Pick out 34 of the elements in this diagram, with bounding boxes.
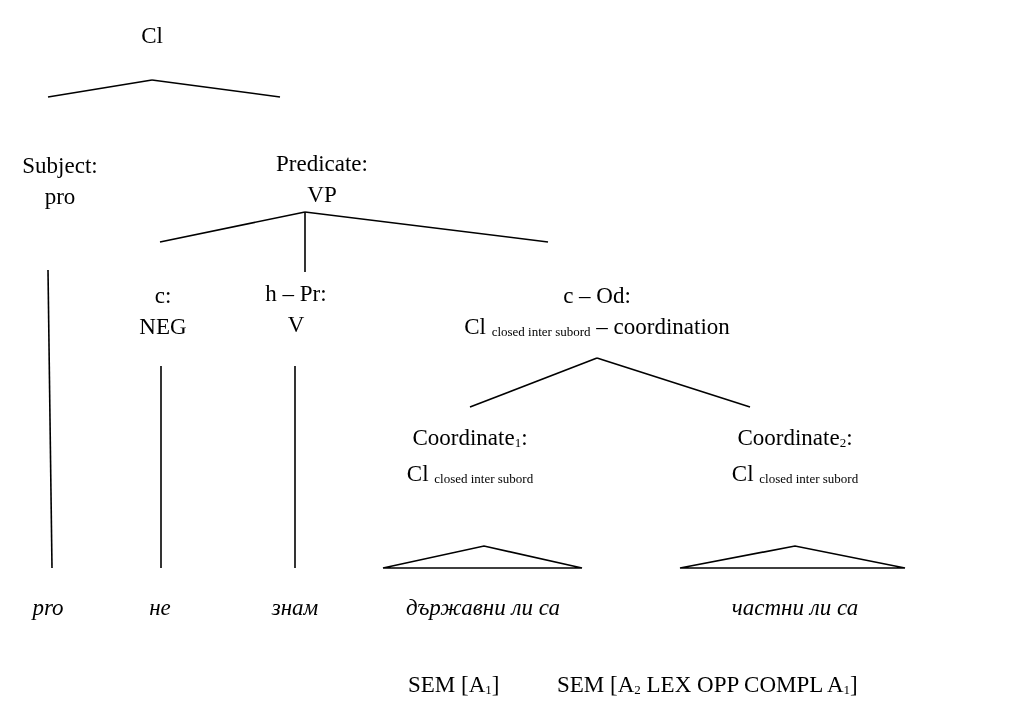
function-label: Subject: xyxy=(22,152,98,180)
word-label: държавни ли са xyxy=(383,592,583,623)
branch-line xyxy=(304,211,549,243)
branch-line xyxy=(469,357,598,408)
function-label: Predicate: xyxy=(276,150,368,178)
category-label: Cl xyxy=(122,20,182,51)
branch-line xyxy=(294,365,296,569)
category-label: pro xyxy=(44,183,76,211)
function-label: Coordinate$_{2}$: xyxy=(737,424,853,452)
function-label: c – Od: xyxy=(563,282,631,310)
function-label: Coordinate$_{1}$: xyxy=(412,424,528,452)
word-label: pro xyxy=(18,592,78,623)
word-label: знам xyxy=(255,592,335,623)
category-label: V xyxy=(287,311,305,339)
category-label: Cl $_{closed inter subord}$ xyxy=(406,460,534,488)
branch-line xyxy=(47,79,153,98)
word-label: частни ли са xyxy=(705,592,885,623)
branch-line xyxy=(159,211,306,243)
word-label: не xyxy=(135,592,185,623)
branch-line xyxy=(151,79,281,98)
function-label: c: xyxy=(154,282,172,310)
branch-line xyxy=(304,211,306,273)
category-label: Cl $_{closed inter subord}$ xyxy=(731,460,859,488)
branch-line xyxy=(160,365,162,569)
semantic-annotation: SEM [A$_{2}$ LEX OPP COMPL A$_{1}$] xyxy=(557,672,858,698)
function-label: h – Pr: xyxy=(265,280,327,308)
branch-line xyxy=(47,269,53,569)
category-label: NEG xyxy=(139,313,187,341)
category-label: VP xyxy=(307,181,337,209)
triangle-branch xyxy=(382,545,583,569)
semantic-annotation: SEM [A$_{1}$] xyxy=(408,672,500,698)
branch-line xyxy=(596,357,751,408)
category-label: Cl $_{closed inter subord}$ – coordination xyxy=(464,313,730,341)
triangle-branch xyxy=(679,545,906,569)
